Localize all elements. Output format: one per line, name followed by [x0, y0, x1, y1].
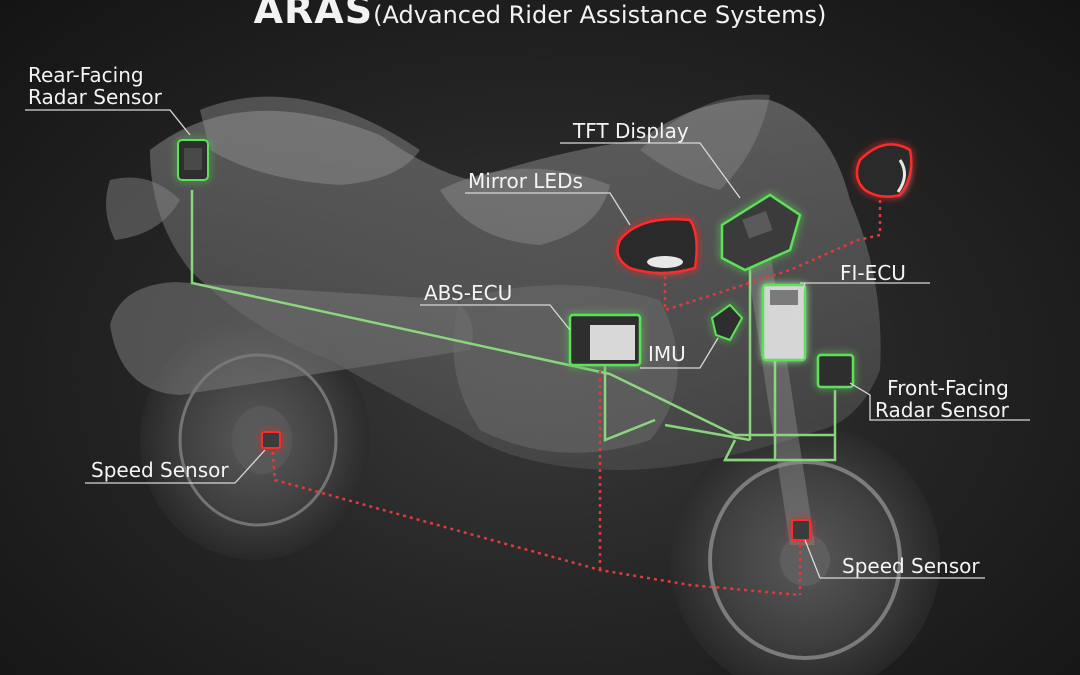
rear-radar-sensor: [177, 139, 209, 181]
engine: [453, 285, 678, 453]
label-front-radar: Front-Facing Radar Sensor: [875, 377, 1009, 421]
fuel-tank: [440, 168, 610, 245]
red-wiring: [270, 200, 882, 597]
mirror-led-unit: [616, 218, 698, 275]
label-mirror-leds: Mirror LEDs: [468, 169, 583, 193]
windscreen: [640, 94, 770, 190]
page-title: ARAS(Advanced Rider Assistance Systems): [0, 0, 1080, 32]
label-tft-display: TFT Display: [573, 119, 689, 143]
title-full: (Advanced Rider Assistance Systems): [373, 1, 827, 29]
front-speed-sensor: [791, 519, 811, 541]
green-wiring: [190, 190, 837, 462]
label-speed-sensor-rear: Speed Sensor: [91, 458, 229, 482]
fi-ecu-unit: [761, 283, 807, 362]
label-rear-radar: Rear-Facing Radar Sensor: [28, 64, 162, 108]
label-rear-radar-line1: Rear-Facing: [28, 63, 144, 87]
body-fairing: [150, 99, 881, 470]
label-imu: IMU: [648, 342, 686, 366]
rear-speed-sensor: [261, 431, 281, 449]
front-radar-sensor: [816, 353, 855, 389]
seat: [200, 96, 420, 185]
abs-ecu-unit: [568, 313, 642, 367]
label-rear-radar-line2: Radar Sensor: [28, 85, 162, 109]
title-acronym: ARAS: [253, 0, 374, 32]
imu-unit: [710, 303, 744, 342]
label-front-radar-line1: Front-Facing: [887, 376, 1009, 400]
label-abs-ecu: ABS-ECU: [424, 281, 513, 305]
tft-display-unit: [720, 193, 802, 272]
label-front-radar-line2: Radar Sensor: [875, 398, 1009, 422]
front-wheel: [670, 425, 940, 675]
rear-grab-rail: [106, 177, 180, 240]
right-mirror: [855, 143, 913, 198]
label-speed-sensor-front: Speed Sensor: [842, 554, 980, 578]
label-fi-ecu: FI-ECU: [840, 261, 906, 285]
leader-lines: [25, 109, 1030, 579]
